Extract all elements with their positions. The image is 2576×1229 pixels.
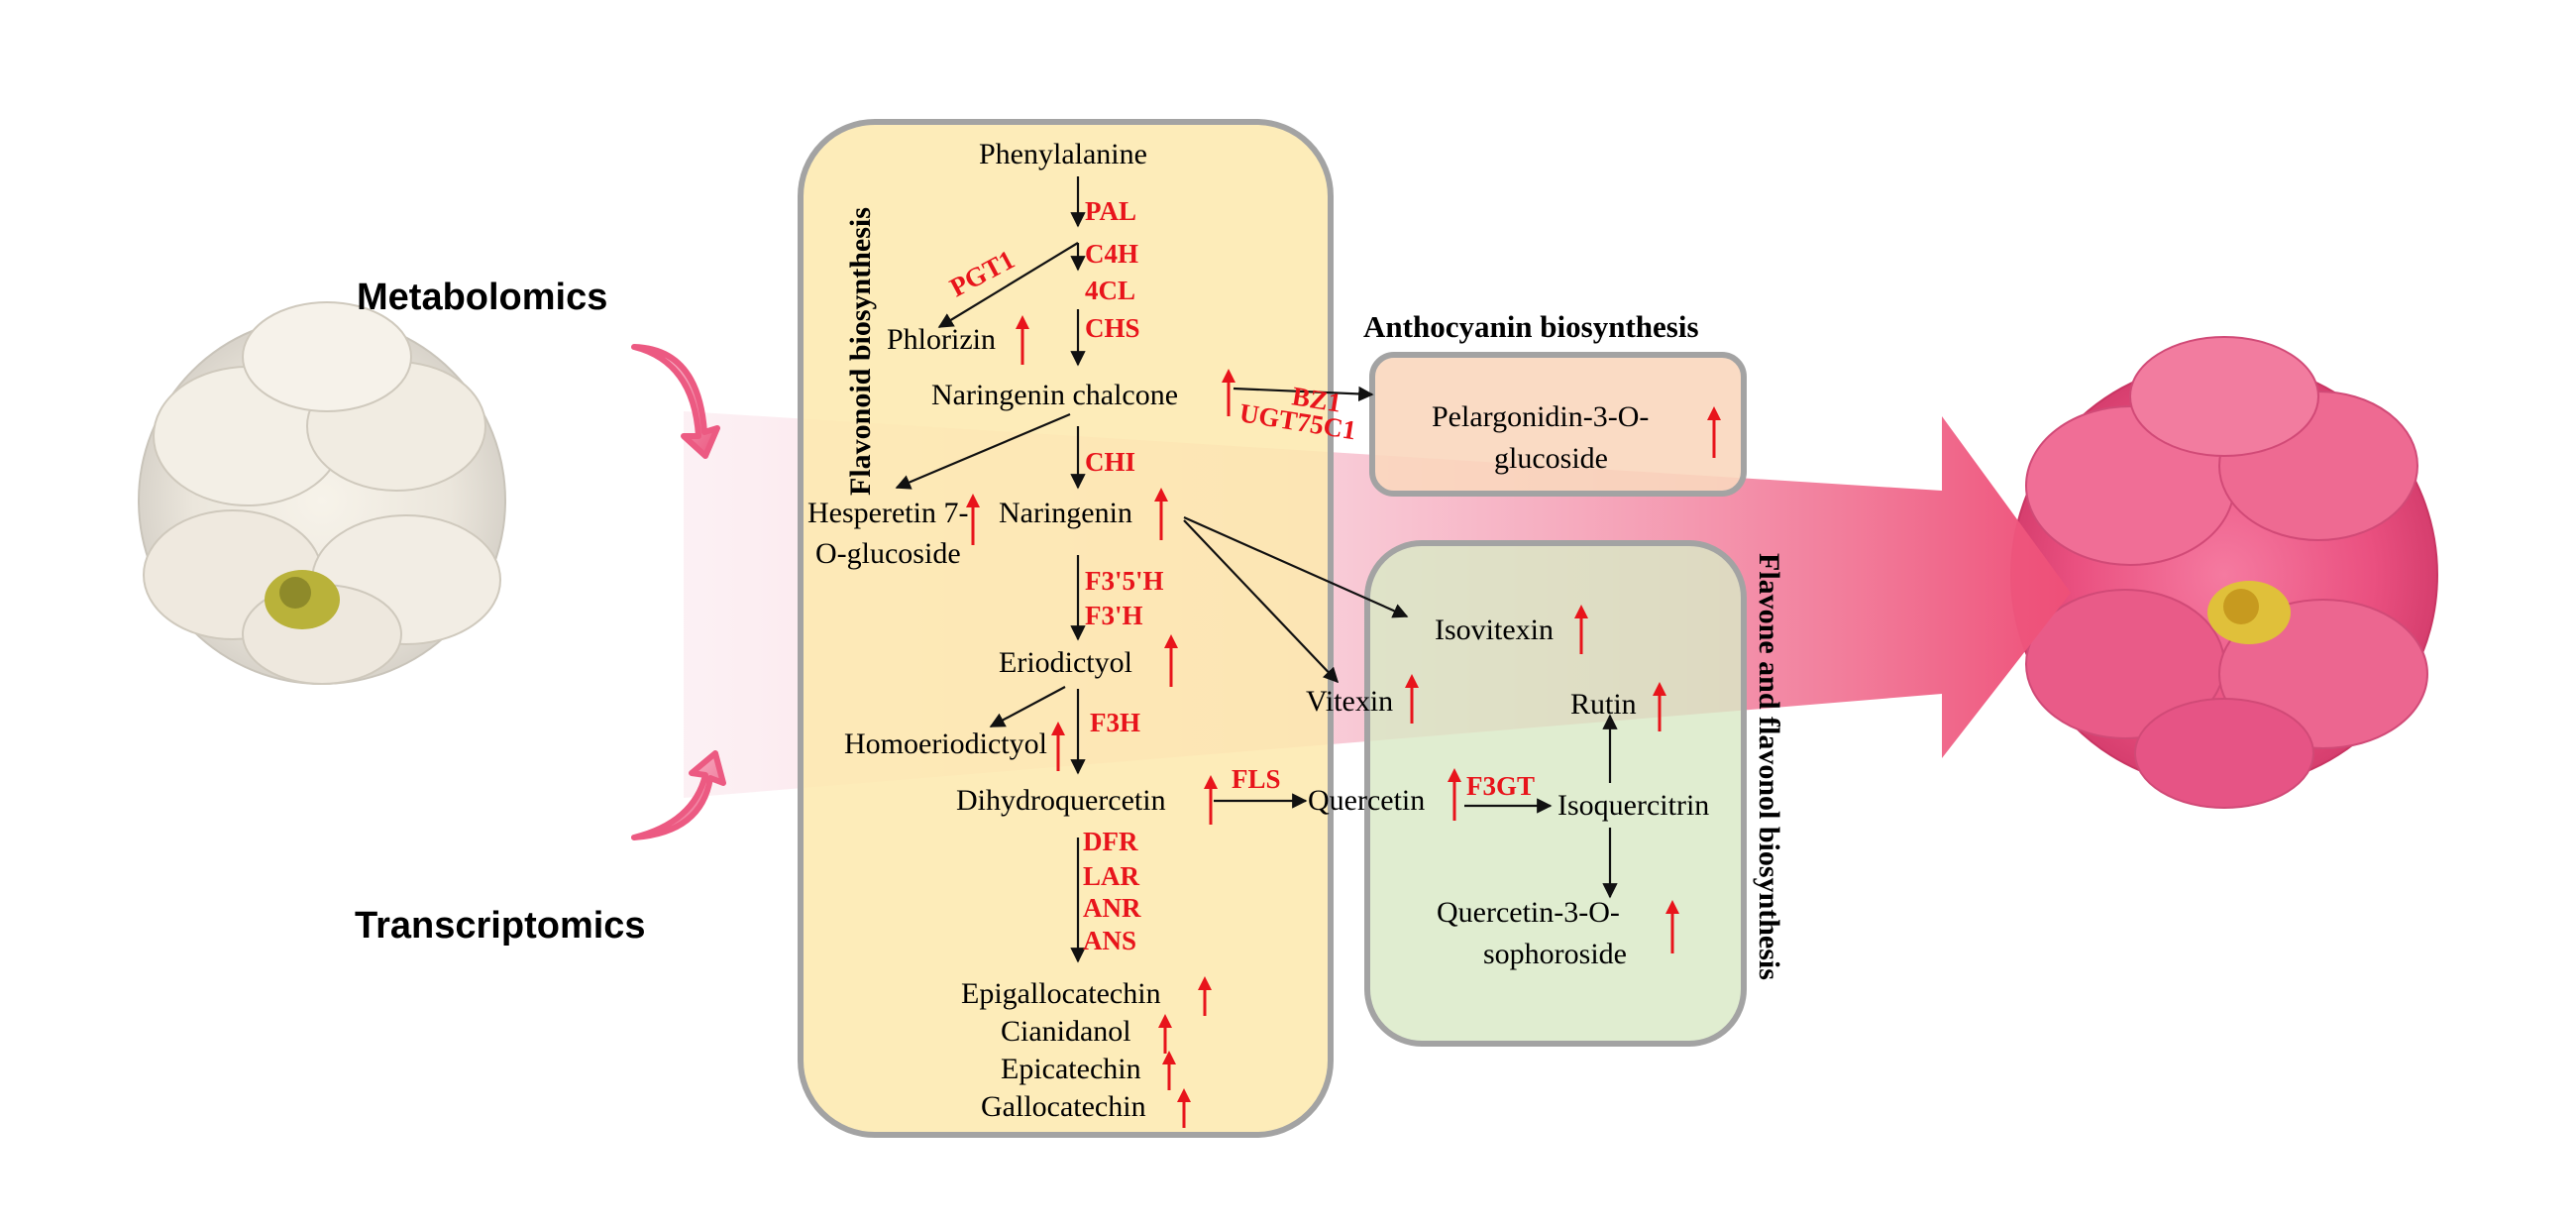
up-arrow-head-naringenin [1154,488,1168,502]
up-arrow-head-epicatechin [1162,1051,1176,1064]
enzyme-ans: ANS [1083,926,1136,955]
flavonoid-section-title: Flavonoid biosynthesis [844,207,877,496]
enzyme-fls: FLS [1232,764,1281,794]
enzyme-chs: CHS [1085,313,1140,343]
compound-dihydroquercetin: Dihydroquercetin [956,784,1166,817]
white-flower-image [138,301,506,685]
compound-vitexin: Vitexin [1306,685,1393,718]
compound-phenylalanine: Phenylalanine [979,138,1147,170]
compound-naringenin: Naringenin [999,497,1132,529]
enzyme-dfr: DFR [1083,827,1138,856]
enzyme-f3h: F3H [1090,708,1140,737]
compound-pelargonidin-line2: glucoside [1494,442,1608,475]
up-arrow-head-q3s [1665,900,1679,914]
up-arrow-head-eriodictyol [1164,634,1178,648]
flavone-section-title: Flavone and flavonol biosynthesis [1753,553,1785,980]
pathway-arrows [895,176,1618,963]
up-arrow-head-gallocatechin [1177,1088,1191,1102]
enzyme-pal: PAL [1085,196,1136,226]
compound-homoeriodictyol: Homoeriodictyol [844,727,1047,760]
transcriptomics-curve-arrow [631,750,726,840]
up-arrow-head-vitexin [1405,674,1419,688]
anthocyanin-biosynthesis-box [1369,352,1747,497]
enzyme-f35h: F3'5'H [1085,566,1164,596]
compound-quercetin: Quercetin [1308,784,1425,817]
up-arrow-head-epigallocatechin [1198,976,1212,990]
up-arrow-head-pelargonidin [1707,406,1721,420]
compound-cianidanol: Cianidanol [1001,1015,1131,1048]
transcriptomics-label: Transcriptomics [355,905,646,947]
compound-naringenin-chalcone: Naringenin chalcone [931,379,1178,411]
up-arrow-head-homoeriodictyol [1051,722,1065,735]
compound-pelargonidin-line1: Pelargonidin-3-O- [1432,400,1649,433]
flavone-flavonol-biosynthesis-box [1364,540,1747,1047]
compound-epigallocatechin: Epigallocatechin [961,977,1161,1010]
up-arrow-head-dihydroquercetin [1204,775,1218,789]
up-arrow-head-isovitexin [1574,605,1588,618]
up-arrow-head-quercetin [1448,768,1461,782]
compound-rutin: Rutin [1570,688,1637,721]
compound-q3s-line2: sophoroside [1483,938,1627,970]
enzyme-c4h: C4H [1085,239,1138,269]
compound-hesperetin-line1: Hesperetin 7- [807,497,968,529]
enzyme-4cl: 4CL [1085,276,1135,305]
enzyme-f3h-prime: F3'H [1085,601,1143,630]
up-arrow-head-naringenin-chalcone [1222,369,1235,383]
compound-phlorizin: Phlorizin [887,323,996,356]
compound-eriodictyol: Eriodictyol [999,646,1132,679]
compound-epicatechin: Epicatechin [1001,1053,1141,1085]
flavonoid-biosynthesis-box [798,119,1334,1138]
enzyme-anr: ANR [1083,893,1141,923]
up-arrow-head-phlorizin [1016,315,1029,329]
up-arrow-head-rutin [1653,682,1666,696]
upregulation-arrows [966,315,1721,1128]
compound-isoquercitrin: Isoquercitrin [1557,789,1709,822]
enzyme-lar: LAR [1083,861,1140,891]
compound-hesperetin-line2: O-glucoside [815,537,961,570]
compound-isovitexin: Isovitexin [1435,614,1554,646]
compound-q3s-line1: Quercetin-3-O- [1437,896,1620,929]
up-arrow-head-hesperetin [966,494,980,507]
enzyme-f3gt: F3GT [1466,771,1535,801]
enzyme-chi: CHI [1085,447,1135,477]
pink-flower-image [2010,336,2438,809]
compound-gallocatechin: Gallocatechin [981,1090,1146,1123]
metabolomics-label: Metabolomics [357,277,607,318]
up-arrow-head-cianidanol [1158,1014,1172,1028]
anthocyanin-section-title: Anthocyanin biosynthesis [1363,309,1699,344]
metabolomics-curve-arrow [631,344,720,459]
